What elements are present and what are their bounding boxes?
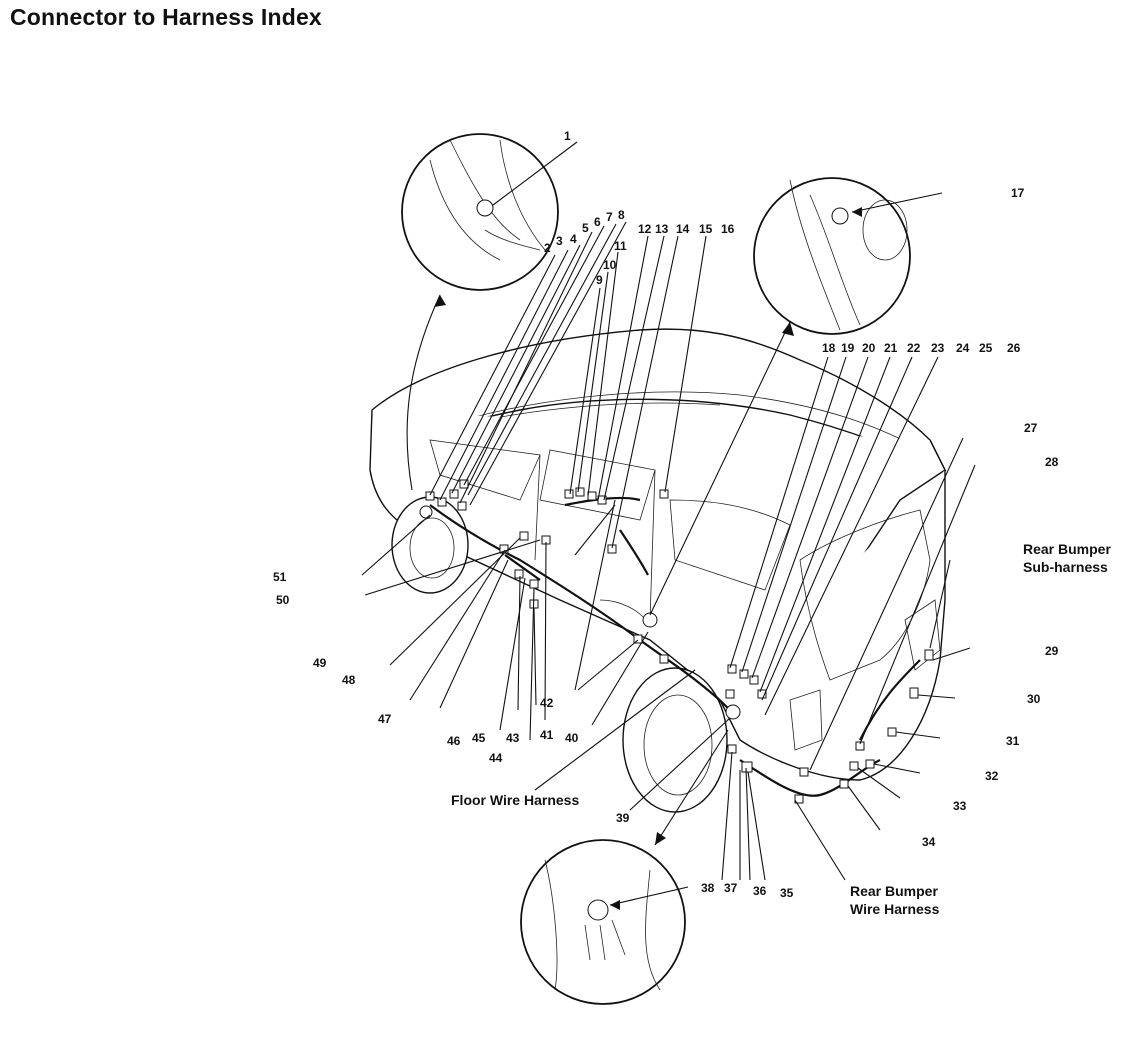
callout-12: 12	[638, 222, 652, 236]
callout-35: 35	[780, 886, 794, 900]
callout-14: 14	[676, 222, 690, 236]
rear-bumper-wire-harness-label-line2: Wire Harness	[850, 901, 940, 917]
page-title: Connector to Harness Index	[10, 4, 322, 30]
callout-7: 7	[606, 210, 613, 224]
callout-27: 27	[1024, 421, 1038, 435]
callout-20: 20	[862, 341, 876, 355]
callout-44: 44	[489, 751, 503, 765]
callout-10: 10	[603, 258, 617, 272]
detail-circle-bottom	[520, 729, 729, 1005]
callout-41: 41	[540, 728, 554, 742]
callout-37: 37	[724, 881, 738, 895]
callout-48: 48	[342, 673, 356, 687]
connector-markers	[419, 479, 934, 804]
callout-15: 15	[699, 222, 713, 236]
callout-31: 31	[1006, 734, 1020, 748]
callout-3: 3	[556, 234, 563, 248]
callout-11: 11	[614, 239, 627, 253]
callout-18: 18	[822, 341, 836, 355]
callout-42: 42	[540, 696, 554, 710]
callout-47: 47	[378, 712, 392, 726]
callout-39: 39	[616, 811, 630, 825]
callout-49: 49	[313, 656, 327, 670]
callout-28: 28	[1045, 455, 1059, 469]
leader-lines	[361, 221, 976, 881]
callout-17: 17	[1011, 186, 1025, 200]
callout-50: 50	[276, 593, 290, 607]
vehicle-outline	[369, 328, 947, 813]
callout-26: 26	[1007, 341, 1021, 355]
callout-51: 51	[273, 570, 287, 584]
callout-21: 21	[884, 341, 898, 355]
floor-wire-harness-label: Floor Wire Harness	[451, 792, 579, 808]
callout-38: 38	[701, 881, 715, 895]
callout-19: 19	[841, 341, 855, 355]
callout-40: 40	[565, 731, 579, 745]
rear-bumper-wire-harness-label-line1: Rear Bumper	[850, 883, 938, 899]
callout-23: 23	[931, 341, 945, 355]
harness-labels: Floor Wire Harness Rear Bumper Sub-harne…	[451, 541, 1111, 917]
callout-46: 46	[447, 734, 461, 748]
callout-13: 13	[655, 222, 669, 236]
callout-4: 4	[570, 232, 577, 246]
callout-43: 43	[506, 731, 520, 745]
callout-36: 36	[753, 884, 767, 898]
callout-22: 22	[907, 341, 921, 355]
callout-16: 16	[721, 222, 735, 236]
rear-bumper-sub-harness-label-line1: Rear Bumper	[1023, 541, 1111, 557]
callout-34: 34	[922, 835, 936, 849]
callout-33: 33	[953, 799, 967, 813]
callout-45: 45	[472, 731, 486, 745]
callout-24: 24	[956, 341, 970, 355]
callout-2: 2	[544, 241, 551, 255]
detail-circle-rear-right	[649, 177, 943, 616]
callout-29: 29	[1045, 644, 1059, 658]
callout-9: 9	[596, 273, 603, 287]
callout-32: 32	[985, 769, 999, 783]
rear-bumper-sub-harness-label-line2: Sub-harness	[1023, 559, 1108, 575]
callout-numbers: 1 2 3 4 5 6 7 8 9 10 11 12 13 14 15 16 1…	[273, 129, 1059, 900]
callout-5: 5	[582, 221, 589, 235]
callout-6: 6	[594, 215, 601, 229]
callout-25: 25	[979, 341, 993, 355]
callout-30: 30	[1027, 692, 1041, 706]
callout-1: 1	[564, 129, 571, 143]
detail-circle-front-left	[401, 133, 578, 491]
callout-8: 8	[618, 208, 625, 222]
